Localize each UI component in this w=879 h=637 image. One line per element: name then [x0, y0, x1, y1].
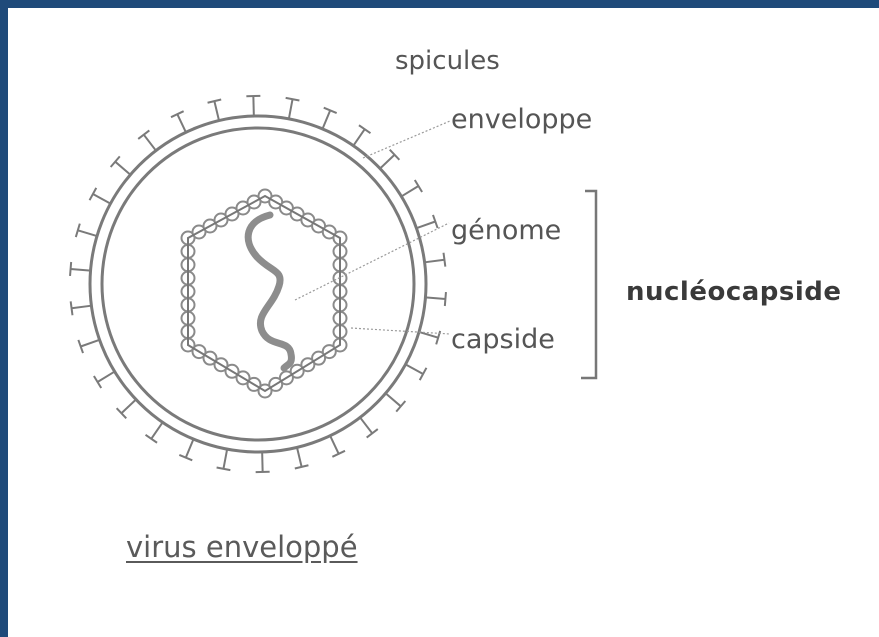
- spicule: [401, 186, 418, 196]
- label-spicules: spicules: [395, 48, 500, 74]
- spicule: [72, 306, 92, 309]
- nucleocapsid-bracket: [581, 191, 596, 378]
- spicule: [330, 436, 339, 454]
- diagram-caption: virus enveloppé: [126, 533, 358, 562]
- spicule-tip: [415, 180, 422, 192]
- spicule: [223, 449, 227, 469]
- spicule: [121, 399, 136, 413]
- spicule-tip: [71, 301, 73, 315]
- spicule-tip: [444, 253, 446, 267]
- spicule: [289, 99, 293, 119]
- spicule-tip: [445, 292, 446, 306]
- label-nucleocapsid: nucléocapside: [626, 279, 842, 305]
- spicule-tip: [359, 125, 371, 133]
- spicule: [71, 269, 91, 271]
- label-envelope: enveloppe: [451, 106, 592, 133]
- spicule: [144, 135, 156, 151]
- spicule: [186, 439, 194, 457]
- spicule: [416, 222, 435, 229]
- spicule: [78, 230, 97, 236]
- spicule-tip: [367, 429, 378, 438]
- spicule: [360, 417, 372, 433]
- spicule: [214, 101, 219, 120]
- spicule-tip: [90, 188, 97, 200]
- spicule: [297, 447, 302, 466]
- spicule: [115, 162, 130, 175]
- spicule-tip: [138, 130, 149, 139]
- spicule-tip: [286, 98, 300, 101]
- spicule: [98, 372, 115, 382]
- spicule: [151, 422, 162, 438]
- spicule-tip: [94, 376, 101, 388]
- spicule-tip: [420, 368, 427, 380]
- label-capsid: capside: [451, 326, 555, 353]
- spicule: [93, 194, 111, 204]
- spicule: [425, 260, 445, 263]
- diagram-canvas: spicules enveloppe génome capside nucléo…: [8, 8, 879, 637]
- capsid-capsomeres: [182, 190, 347, 398]
- spicule: [380, 155, 395, 169]
- envelope-outer-circle: [90, 116, 426, 452]
- label-genome: génome: [451, 217, 561, 244]
- leader-line-envelope: [363, 121, 450, 158]
- spicule-tip: [146, 435, 158, 443]
- genome-strand: [248, 215, 291, 368]
- spicules-layer: [70, 96, 446, 472]
- spicule: [323, 110, 331, 128]
- spicule: [406, 364, 424, 374]
- spicule: [386, 393, 401, 406]
- spicule-tip: [217, 468, 231, 471]
- spicule-tip: [70, 262, 71, 276]
- spicule: [177, 114, 186, 132]
- spicule: [81, 340, 100, 347]
- spicule: [353, 129, 364, 145]
- leader-line-capsid: [351, 328, 450, 334]
- spicule: [425, 297, 445, 299]
